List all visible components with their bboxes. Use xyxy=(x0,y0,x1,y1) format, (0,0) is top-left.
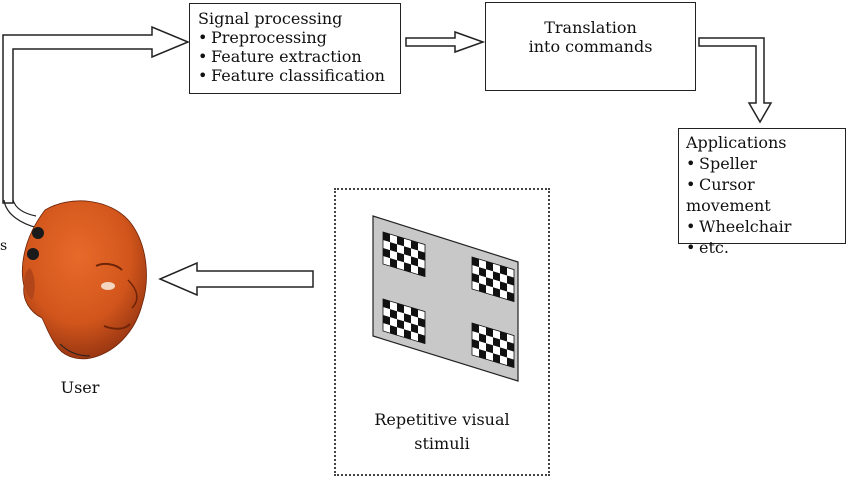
checkerboard-stimulus xyxy=(471,322,515,369)
stimuli-frame xyxy=(334,188,550,476)
checkerboard-stimulus xyxy=(382,298,426,345)
electrode-dot xyxy=(32,227,44,239)
application-item-etc: etc. xyxy=(686,237,838,258)
user-head xyxy=(22,200,147,360)
application-item-speller: Speller xyxy=(686,153,838,174)
checkerboard-group xyxy=(382,231,515,369)
electrode-dot xyxy=(27,248,39,260)
signal-processing-box: Signal processing Preprocessing Feature … xyxy=(189,3,401,94)
signal-item-feature-extraction: Feature extraction xyxy=(198,47,392,66)
user-caption: User xyxy=(60,378,100,397)
applications-box: Applications Speller Cursor movement Whe… xyxy=(678,128,846,257)
application-item-cursor-movement: Cursor movement xyxy=(686,174,838,216)
translation-line-2: into commands xyxy=(528,37,653,56)
application-item-wheelchair: Wheelchair xyxy=(686,216,838,237)
arrow-translation-to-applications xyxy=(698,37,773,124)
stimuli-caption: Repetitive visual stimuli xyxy=(334,408,550,456)
electrode-label: s xyxy=(0,238,8,254)
signal-item-preprocessing: Preprocessing xyxy=(198,28,392,47)
checkerboard-stimulus xyxy=(471,256,515,303)
translation-box: Translation into commands xyxy=(485,2,696,91)
arrow-signal-to-translation xyxy=(405,30,486,54)
applications-title: Applications xyxy=(686,133,787,152)
signal-item-feature-classification: Feature classification xyxy=(198,66,392,85)
electrode-wire xyxy=(3,199,39,229)
checkerboard-stimulus xyxy=(382,231,426,278)
stimuli-caption-line-1: Repetitive visual xyxy=(374,410,510,429)
signal-processing-title: Signal processing xyxy=(198,9,343,28)
stimuli-caption-line-2: stimuli xyxy=(414,434,470,453)
arrow-user-to-signal xyxy=(2,25,190,204)
translation-line-1: Translation xyxy=(544,18,637,37)
electrode-wire-2 xyxy=(12,199,37,217)
arrow-stimuli-to-user xyxy=(158,261,314,297)
